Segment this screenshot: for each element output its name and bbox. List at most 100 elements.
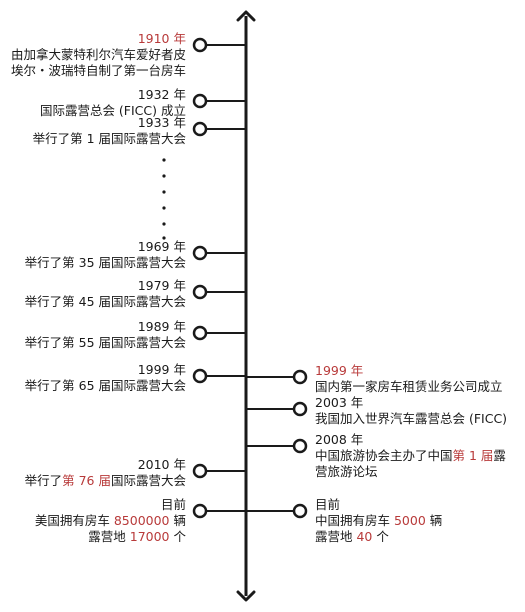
event-line: 埃尔・波瑞特自制了第一台房车 — [11, 63, 186, 79]
event-text: 2010 年 — [137, 457, 186, 472]
event-line: 国内第一家房车租赁业务公司成立 — [315, 379, 503, 395]
event-text: 目前 — [160, 497, 186, 512]
timeline-node — [192, 245, 208, 261]
highlight-text: 17000 — [129, 529, 170, 544]
event-line: 1933 年 — [33, 115, 186, 131]
event-label-r2008: 2008 年中国旅游协会主办了中国第 1 届露营旅游论坛 — [315, 432, 506, 480]
event-text: 举行了第 55 届国际露营大会 — [24, 335, 186, 350]
event-label-1999: 1999 年举行了第 65 届国际露营大会 — [25, 362, 186, 394]
arrow-down-icon — [236, 590, 256, 602]
event-text: 1932 年 — [137, 87, 186, 102]
event-text: 露 — [493, 448, 506, 463]
event-line: 举行了第 76 届国际露营大会 — [25, 473, 186, 489]
timeline-node — [192, 37, 208, 53]
event-text: 美国拥有房车 — [34, 513, 114, 528]
event-text: 举行了第 35 届国际露营大会 — [24, 255, 186, 270]
event-label-1933: 1933 年举行了第 1 届国际露营大会 — [33, 115, 186, 147]
event-line: 1969 年 — [25, 239, 186, 255]
highlight-text: 8500000 — [113, 513, 170, 528]
highlight-text: 第 1 届 — [452, 448, 494, 463]
event-text: 我国加入世界汽车露营总会 (FICC) — [315, 411, 508, 426]
event-label-1932: 1932 年国际露营总会 (FICC) 成立 — [40, 87, 186, 119]
ellipsis-dot — [162, 236, 166, 240]
event-line: 举行了第 45 届国际露营大会 — [25, 294, 186, 310]
timeline-node — [292, 369, 308, 385]
highlight-text: 1999 年 — [315, 363, 364, 378]
event-line: 露营地 40 个 — [315, 529, 442, 545]
event-line: 举行了第 55 届国际露营大会 — [25, 335, 186, 351]
event-label-now-us: 目前美国拥有房车 8500000 辆露营地 17000 个 — [35, 497, 186, 545]
event-line: 国际露营总会 (FICC) 成立 — [40, 103, 186, 119]
timeline-node — [192, 121, 208, 137]
ellipsis-dot — [162, 222, 166, 226]
timeline-node — [192, 325, 208, 341]
timeline-node — [292, 503, 308, 519]
event-text: 举行了 — [24, 473, 63, 488]
event-text: 1989 年 — [137, 319, 186, 334]
event-label-1910: 1910 年由加拿大蒙特利尔汽车爱好者皮埃尔・波瑞特自制了第一台房车 — [11, 31, 186, 79]
event-text: 个 — [169, 529, 186, 544]
event-label-2010: 2010 年举行了第 76 届国际露营大会 — [25, 457, 186, 489]
event-text: 营旅游论坛 — [315, 464, 378, 479]
event-label-1979: 1979 年举行了第 45 届国际露营大会 — [25, 278, 186, 310]
event-label-r1999: 1999 年国内第一家房车租赁业务公司成立 — [315, 363, 503, 395]
event-text: 1933 年 — [137, 115, 186, 130]
event-line: 中国拥有房车 5000 辆 — [315, 513, 442, 529]
ellipsis-dot — [162, 190, 166, 194]
event-text: 国际露营大会 — [110, 473, 186, 488]
event-text: 中国拥有房车 — [315, 513, 394, 528]
highlight-text: 1910 年 — [137, 31, 186, 46]
event-text: 1979 年 — [137, 278, 186, 293]
event-line: 1910 年 — [11, 31, 186, 47]
timeline-node — [192, 93, 208, 109]
event-label-now-cn: 目前中国拥有房车 5000 辆露营地 40 个 — [315, 497, 442, 545]
event-text: 国内第一家房车租赁业务公司成立 — [315, 379, 503, 394]
event-line: 由加拿大蒙特利尔汽车爱好者皮 — [11, 47, 186, 63]
event-text: 露营地 — [315, 529, 357, 544]
event-line: 2008 年 — [315, 432, 506, 448]
event-line: 我国加入世界汽车露营总会 (FICC) — [315, 411, 507, 427]
highlight-text: 40 — [356, 529, 373, 544]
event-text: 举行了第 65 届国际露营大会 — [24, 378, 186, 393]
timeline-node — [292, 401, 308, 417]
event-line: 中国旅游协会主办了中国第 1 届露 — [315, 448, 506, 464]
event-line: 举行了第 1 届国际露营大会 — [33, 131, 186, 147]
event-text: 1969 年 — [137, 239, 186, 254]
highlight-text: 5000 — [393, 513, 426, 528]
event-label-1989: 1989 年举行了第 55 届国际露营大会 — [25, 319, 186, 351]
event-line: 美国拥有房车 8500000 辆 — [35, 513, 186, 529]
event-line: 目前 — [35, 497, 186, 513]
timeline-node — [192, 463, 208, 479]
event-line: 1932 年 — [40, 87, 186, 103]
event-line: 目前 — [315, 497, 442, 513]
event-line: 2010 年 — [25, 457, 186, 473]
event-line: 1989 年 — [25, 319, 186, 335]
event-text: 由加拿大蒙特利尔汽车爱好者皮 — [10, 47, 186, 62]
event-text: 露营地 — [88, 529, 130, 544]
event-line: 1999 年 — [25, 362, 186, 378]
event-text: 目前 — [315, 497, 341, 512]
timeline-node — [192, 368, 208, 384]
event-label-r2003: 2003 年我国加入世界汽车露营总会 (FICC) — [315, 395, 507, 427]
ellipsis-dot — [162, 174, 166, 178]
event-text: 辆 — [425, 513, 443, 528]
arrow-up-icon — [236, 10, 256, 22]
event-text: 举行了第 45 届国际露营大会 — [24, 294, 186, 309]
timeline-node — [192, 503, 208, 519]
event-line: 2003 年 — [315, 395, 507, 411]
timeline-node — [292, 438, 308, 454]
event-text: 辆 — [169, 513, 186, 528]
event-text: 中国旅游协会主办了中国 — [315, 448, 453, 463]
event-text: 1999 年 — [137, 362, 186, 377]
event-line: 1979 年 — [25, 278, 186, 294]
event-text: 举行了第 1 届国际露营大会 — [32, 131, 186, 146]
event-text: 国际露营总会 (FICC) 成立 — [39, 103, 186, 118]
event-text: 2008 年 — [315, 432, 364, 447]
event-line: 营旅游论坛 — [315, 464, 506, 480]
highlight-text: 第 76 届 — [62, 473, 111, 488]
event-line: 举行了第 35 届国际露营大会 — [25, 255, 186, 271]
event-label-1969: 1969 年举行了第 35 届国际露营大会 — [25, 239, 186, 271]
event-text: 个 — [372, 529, 389, 544]
event-line: 1999 年 — [315, 363, 503, 379]
